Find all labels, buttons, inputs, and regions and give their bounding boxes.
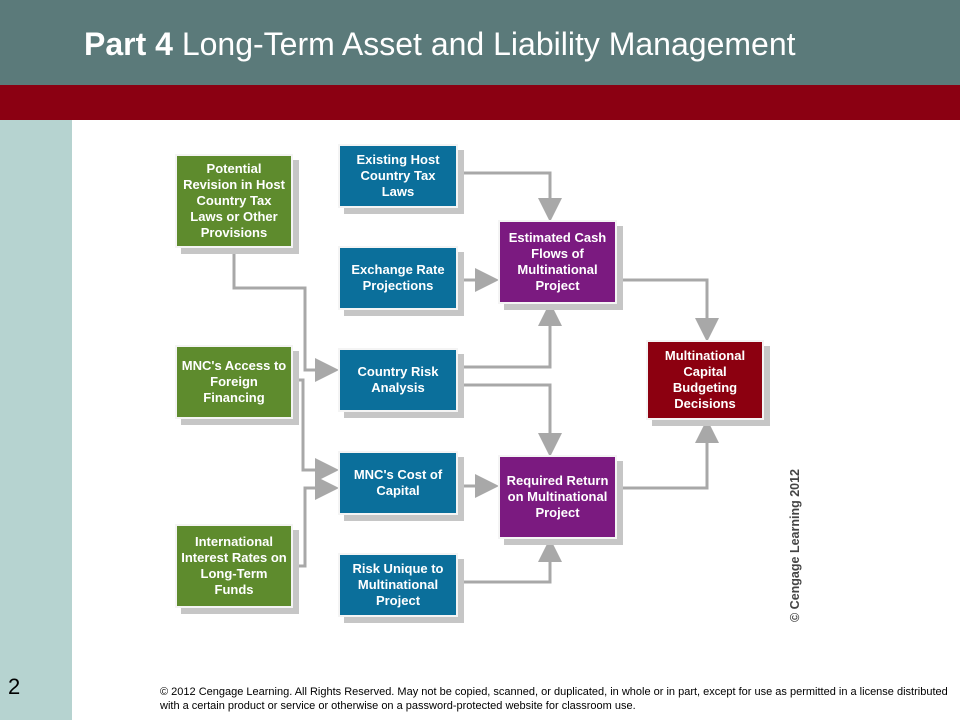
international-interest-box: International Interest Rates on Long-Ter… xyxy=(175,524,293,608)
arrow-return-to-budget xyxy=(617,419,719,490)
required-return-box: Required Return on Multinational Project xyxy=(498,455,617,539)
arrow-revision-to-risk xyxy=(232,248,339,382)
risk-unique-box: Risk Unique to Multinational Project xyxy=(338,553,458,617)
slide-title: Part 4 Long-Term Asset and Liability Man… xyxy=(84,26,796,63)
accent-band xyxy=(0,85,960,120)
title-text: Long-Term Asset and Liability Management xyxy=(172,26,796,62)
country-risk-box: Country Risk Analysis xyxy=(338,348,458,412)
arrow-risk-to-cash xyxy=(458,302,562,369)
title-bar: Part 4 Long-Term Asset and Liability Man… xyxy=(0,0,960,85)
footer-notice: © 2012 Cengage Learning. All Rights Rese… xyxy=(160,686,948,712)
arrow-tax-to-cash xyxy=(458,171,562,222)
slide-number: 2 xyxy=(8,674,21,699)
cost-of-capital-box: MNC's Cost of Capital xyxy=(338,451,458,515)
side-bar xyxy=(0,120,72,720)
arrow-unique-to-return xyxy=(458,538,562,584)
existing-tax-laws-box: Existing Host Country Tax Laws xyxy=(338,144,458,208)
estimated-cash-flows-box: Estimated Cash Flows of Multinational Pr… xyxy=(498,220,617,304)
exchange-rate-box: Exchange Rate Projections xyxy=(338,246,458,310)
mnc-access-box: MNC's Access to Foreign Financing xyxy=(175,345,293,419)
title-part: Part 4 xyxy=(84,26,173,62)
budgeting-decisions-box: Multinational Capital Budgeting Decision… xyxy=(646,340,764,420)
arrow-interest-to-cost xyxy=(294,476,339,568)
arrow-cash-to-budget xyxy=(617,278,719,342)
potential-revision-box: Potential Revision in Host Country Tax L… xyxy=(175,154,293,248)
arrow-risk-to-return xyxy=(458,383,562,457)
arrow-access-to-cost xyxy=(294,378,339,482)
side-copyright: © Cengage Learning 2012 xyxy=(788,468,802,622)
